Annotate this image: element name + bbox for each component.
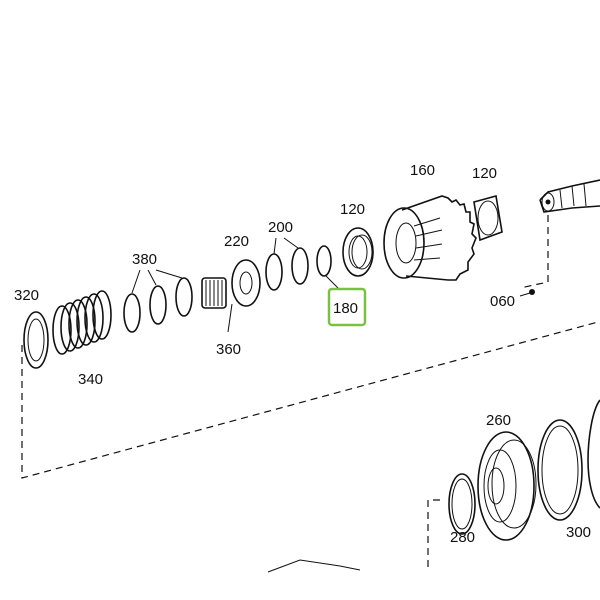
part-300-ring[interactable] [537, 419, 583, 521]
callout-340: 340 [78, 371, 103, 388]
part-060-pin[interactable] [529, 289, 535, 295]
callout-380: 380 [132, 251, 157, 268]
callout-120-b: 120 [472, 165, 497, 182]
part-120-bearing-a[interactable] [342, 227, 374, 277]
part-340-disc-pack[interactable] [52, 290, 112, 355]
callout-300: 300 [566, 524, 591, 541]
part-220-washer[interactable] [231, 259, 261, 307]
part-160-gear[interactable] [383, 195, 477, 281]
leader-lines [131, 237, 531, 333]
part-320-thrust-washer[interactable] [23, 311, 49, 369]
callout-120-a: 120 [340, 201, 365, 218]
partial-part-bottom [267, 559, 361, 573]
part-200-rings[interactable] [265, 247, 309, 291]
input-shaft[interactable] [539, 179, 600, 213]
part-380-snap-rings[interactable] [123, 277, 193, 333]
callout-060: 060 [490, 293, 515, 310]
callout-280: 280 [450, 529, 475, 546]
callout-180: 180 [333, 300, 358, 317]
callout-highlight-box [327, 287, 367, 327]
part-180-ring[interactable] [316, 245, 332, 277]
part-260-hub[interactable] [477, 431, 537, 541]
part-360-needle-bearing[interactable] [201, 277, 227, 309]
part-280-ring[interactable] [448, 473, 476, 535]
part-120-bearing-b[interactable] [473, 194, 503, 242]
callout-260: 260 [486, 412, 511, 429]
callout-160: 160 [410, 162, 435, 179]
callout-360: 360 [216, 341, 241, 358]
assembly-dashed-lines [21, 215, 599, 570]
callout-180-highlighted[interactable]: 180 [327, 287, 367, 327]
callout-200: 200 [268, 219, 293, 236]
part-partial-right-edge [587, 399, 600, 509]
callout-320: 320 [14, 287, 39, 304]
callout-220: 220 [224, 233, 249, 250]
